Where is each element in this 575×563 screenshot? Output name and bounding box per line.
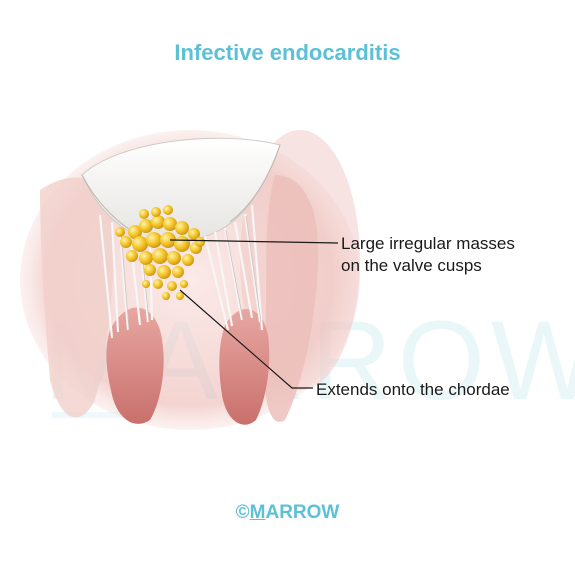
label-masses-line1: Large irregular masses [341,234,515,253]
leader-line-masses [169,239,339,244]
footer-brand-initial: M [249,502,266,523]
papillary-muscle-left [106,307,164,424]
right-heart-wall [264,175,319,422]
footer-brand-rest: ARROW [265,502,340,523]
leader-line-chordae [179,289,313,389]
papillary-muscle-right [219,308,270,425]
left-heart-wall [40,177,115,418]
watermark-underline [52,412,124,418]
label-masses: Large irregular masses on the valve cusp… [341,233,515,277]
copyright-symbol: © [235,502,250,523]
copyright-footer: ©MARROW [0,502,575,524]
vegetation-masses [115,205,205,300]
label-chordae: Extends onto the chordae [316,380,510,399]
label-masses-line2: on the valve cusps [341,256,482,275]
valve-leaflet-edge [229,144,281,223]
page-title: Infective endocarditis [174,40,401,65]
